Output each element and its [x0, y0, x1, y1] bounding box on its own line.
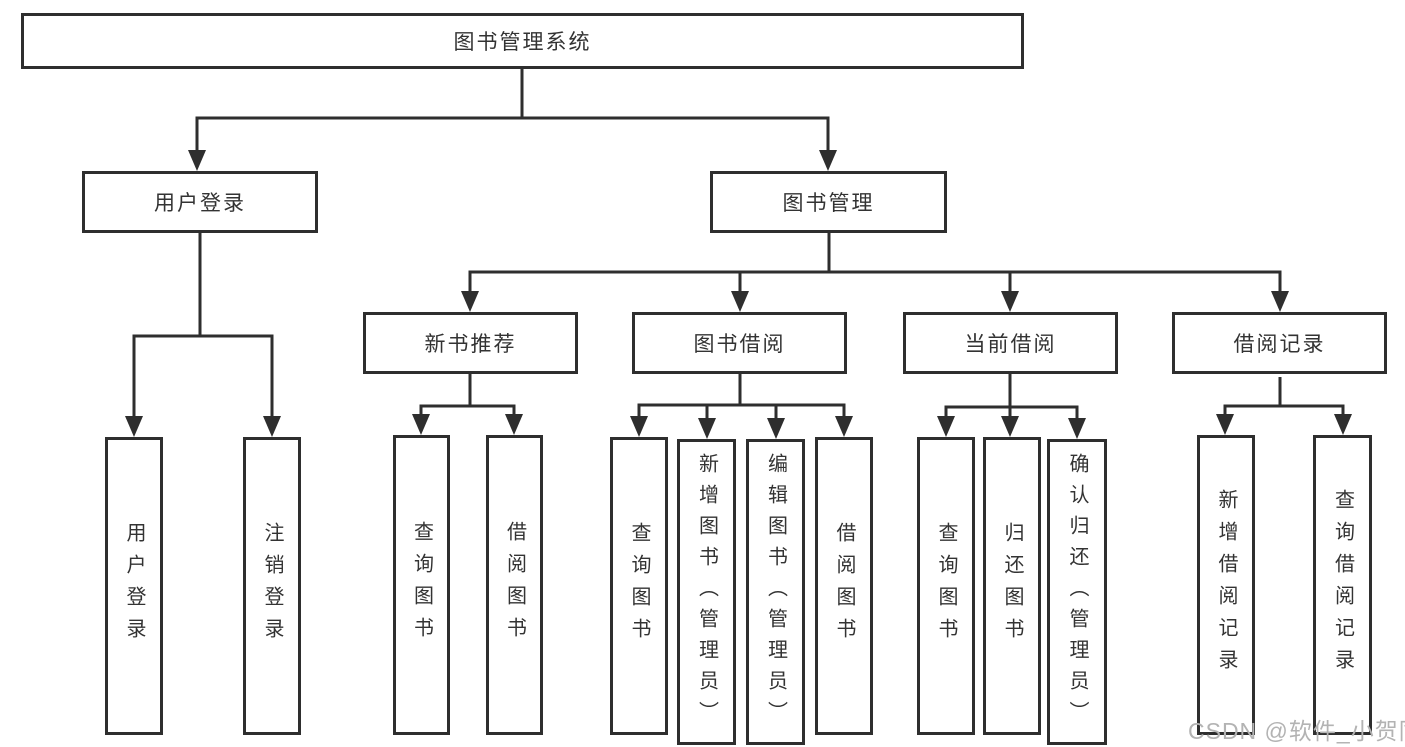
arrowhead [263, 416, 281, 437]
leaf-cb-confirm-return-admin: 确认归还（管理员） [1047, 439, 1107, 745]
arrowhead [835, 416, 853, 437]
leaf-br-query-record: 查询借阅记录 [1313, 435, 1372, 735]
leaf-user-login: 用户登录 [105, 437, 163, 735]
node-book-borrow: 图书借阅 [632, 312, 847, 374]
leaf-label: 注销登录 [261, 522, 283, 650]
leaf-br-add-record: 新增借阅记录 [1197, 435, 1255, 735]
node-current-borrow-label: 当前借阅 [964, 333, 1057, 356]
watermark: CSDN @软件_小贺同学 [1188, 718, 1405, 744]
leaf-bb-add-books-admin: 新增图书（管理员） [677, 439, 736, 745]
leaf-bb-borrow-books: 借阅图书 [815, 437, 873, 735]
arrowhead [630, 416, 648, 437]
leaf-label: 借阅图书 [503, 521, 526, 649]
node-new-book-rec: 新书推荐 [363, 312, 578, 374]
leaf-label: 新增图书（管理员） [695, 452, 718, 732]
connector-root [195, 69, 830, 153]
leaf-label: 查询图书 [628, 522, 650, 650]
leaf-nbr-borrow-books: 借阅图书 [486, 435, 543, 735]
leaf-label: 确认归还（管理员） [1066, 452, 1088, 732]
leaf-cb-return-books: 归还图书 [983, 437, 1041, 735]
leaf-nbr-query-books: 查询图书 [393, 435, 450, 735]
connector-borrow-records [1223, 377, 1345, 417]
arrowhead [1271, 291, 1289, 312]
node-new-book-rec-label: 新书推荐 [424, 333, 517, 356]
arrowhead [125, 416, 143, 437]
leaf-label: 查询图书 [410, 521, 433, 649]
arrowhead [819, 150, 837, 171]
leaf-label: 归还图书 [1001, 522, 1023, 650]
leaf-label: 编辑图书（管理员） [764, 452, 787, 732]
node-root: 图书管理系统 [21, 13, 1024, 69]
node-book-mgmt-label: 图书管理 [782, 192, 875, 215]
arrowhead [505, 414, 523, 435]
arrowhead [461, 291, 479, 312]
leaf-bb-query-books: 查询图书 [610, 437, 668, 735]
leaf-cb-query-books: 查询图书 [917, 437, 975, 735]
connector-current-borrow [944, 374, 1079, 421]
arrowhead [1334, 414, 1352, 435]
leaf-label: 查询图书 [935, 522, 957, 650]
node-borrow-records: 借阅记录 [1172, 312, 1387, 374]
connector-new-book-rec [419, 374, 516, 417]
connector-book-mgmt [468, 233, 1282, 294]
node-user-login: 用户登录 [82, 171, 318, 233]
leaf-logout: 注销登录 [243, 437, 301, 735]
arrowhead [1001, 291, 1019, 312]
arrowhead [1001, 416, 1019, 437]
arrowhead [937, 416, 955, 437]
leaf-bb-edit-books-admin: 编辑图书（管理员） [746, 439, 805, 745]
connector-book-borrow [637, 374, 846, 421]
leaf-label: 新增借阅记录 [1215, 489, 1237, 681]
leaf-label: 查询借阅记录 [1331, 489, 1354, 681]
node-root-label: 图书管理系统 [453, 31, 592, 54]
arrowhead [412, 414, 430, 435]
arrowhead [1068, 418, 1086, 439]
node-book-borrow-label: 图书借阅 [693, 333, 786, 356]
node-borrow-records-label: 借阅记录 [1233, 333, 1326, 356]
arrowhead [767, 418, 785, 439]
arrowhead [1216, 414, 1234, 435]
node-user-login-label: 用户登录 [154, 192, 246, 215]
node-current-borrow: 当前借阅 [903, 312, 1118, 374]
arrowhead [188, 150, 206, 171]
leaf-label: 用户登录 [123, 522, 145, 650]
leaf-label: 借阅图书 [833, 522, 855, 650]
node-book-mgmt: 图书管理 [710, 171, 947, 233]
arrowhead [731, 291, 749, 312]
connector-user-login [132, 233, 274, 419]
arrowhead [698, 418, 716, 439]
